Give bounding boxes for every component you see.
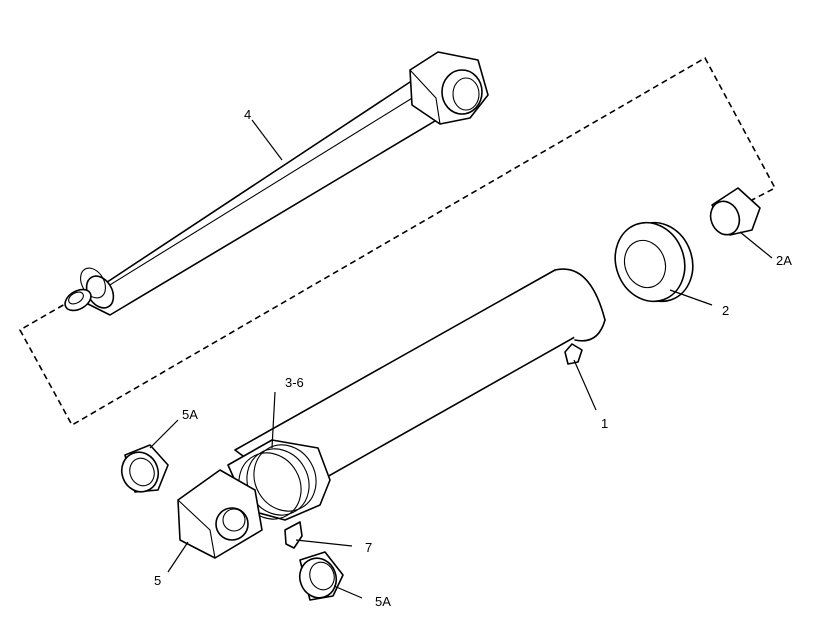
assembly-guide-line <box>18 56 777 427</box>
callout-5: 5 <box>154 573 161 588</box>
callout-5a-top: 5A <box>182 407 198 422</box>
callout-2: 2 <box>722 303 729 318</box>
leader-3-6 <box>271 391 276 449</box>
part-cylinder-body <box>177 268 606 559</box>
leader-2a <box>739 231 773 259</box>
callout-3-6: 3-6 <box>285 375 304 390</box>
leader-5a-top <box>149 419 179 449</box>
callout-1: 1 <box>601 416 608 431</box>
callout-4: 4 <box>244 107 251 122</box>
callout-5a-bottom: 5A <box>375 594 391 609</box>
callout-7: 7 <box>365 540 372 555</box>
leader-lines <box>149 119 773 599</box>
part-bushing-5a-bottom <box>298 551 344 601</box>
part-rod <box>64 51 489 316</box>
part-piston <box>614 221 694 303</box>
leader-5a-bottom <box>333 585 363 599</box>
callout-2a: 2A <box>776 253 792 268</box>
part-bushing-5a-top <box>120 444 169 493</box>
leader-4 <box>251 119 283 161</box>
leader-1 <box>573 359 597 411</box>
part-bushing-2a <box>709 187 761 236</box>
leader-2 <box>669 289 713 306</box>
leader-5 <box>167 541 189 573</box>
leader-7 <box>295 539 353 547</box>
